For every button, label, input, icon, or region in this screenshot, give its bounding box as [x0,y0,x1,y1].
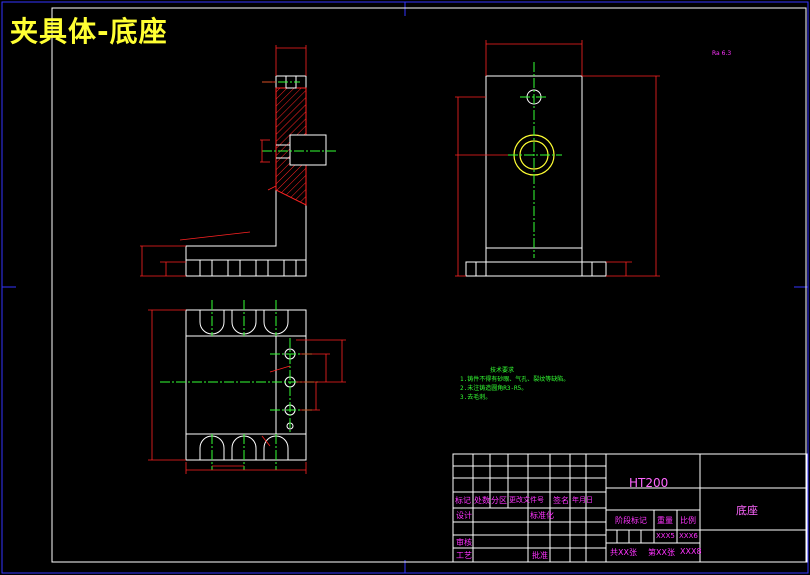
tb-review: 审核 [456,538,472,547]
title-block-grid [452,453,808,563]
drawing-title: 夹具体-底座 [10,15,168,48]
tb-sheet-total: 共XX张 [610,548,637,557]
tb-weight: 重量 [657,516,673,525]
top-view-dimensions [148,309,346,474]
side-section-view [185,75,327,277]
side-view-dimensions [140,45,307,277]
tb-design: 设计 [456,511,472,520]
tb-sign: 签名 [553,496,569,505]
top-view [185,309,307,461]
tech-note-1: 1.铸件不得有砂眼、气孔、裂纹等缺陷。 [460,376,570,383]
tech-notes: 技术要求 1.铸件不得有砂眼、气孔、裂纹等缺陷。 2.未注铸造圆角R3-R5。 … [460,366,569,402]
part-name: 底座 [736,504,758,517]
tb-count: 处数 [474,496,490,505]
tb-mark: 标记 [455,496,471,505]
front-view [465,75,607,277]
front-view-dimensions [455,40,660,277]
tb-sheet-no: 第XX张 [648,548,675,557]
tb-standardize: 标准化 [530,511,554,520]
front-view-centerlines [508,62,562,258]
drawing-border [51,7,807,563]
tb-scale: 比例 [680,516,696,525]
top-view-centerlines [160,300,320,470]
tech-notes-heading: 技术要求 [490,367,515,374]
tech-note-3: 3.去毛刺。 [460,394,492,401]
roughness-mark: Ra 6.3 [712,50,732,57]
tb-approve: 批准 [532,551,548,560]
tech-note-2: 2.未注铸造圆角R3-R5。 [460,385,528,392]
material-label: HT200 [629,476,669,490]
tb-stage: 阶段标记 [615,516,647,525]
tb-weight-value: XXX5 [656,532,675,540]
tb-process: 工艺 [456,551,472,560]
tb-scale-value: XXX6 [679,532,698,540]
tb-zone: 分区 [491,496,507,505]
tb-date: 年月日 [572,496,593,504]
tb-code: XXX8 [680,547,702,556]
tb-change-doc: 更改文件号 [509,496,544,504]
